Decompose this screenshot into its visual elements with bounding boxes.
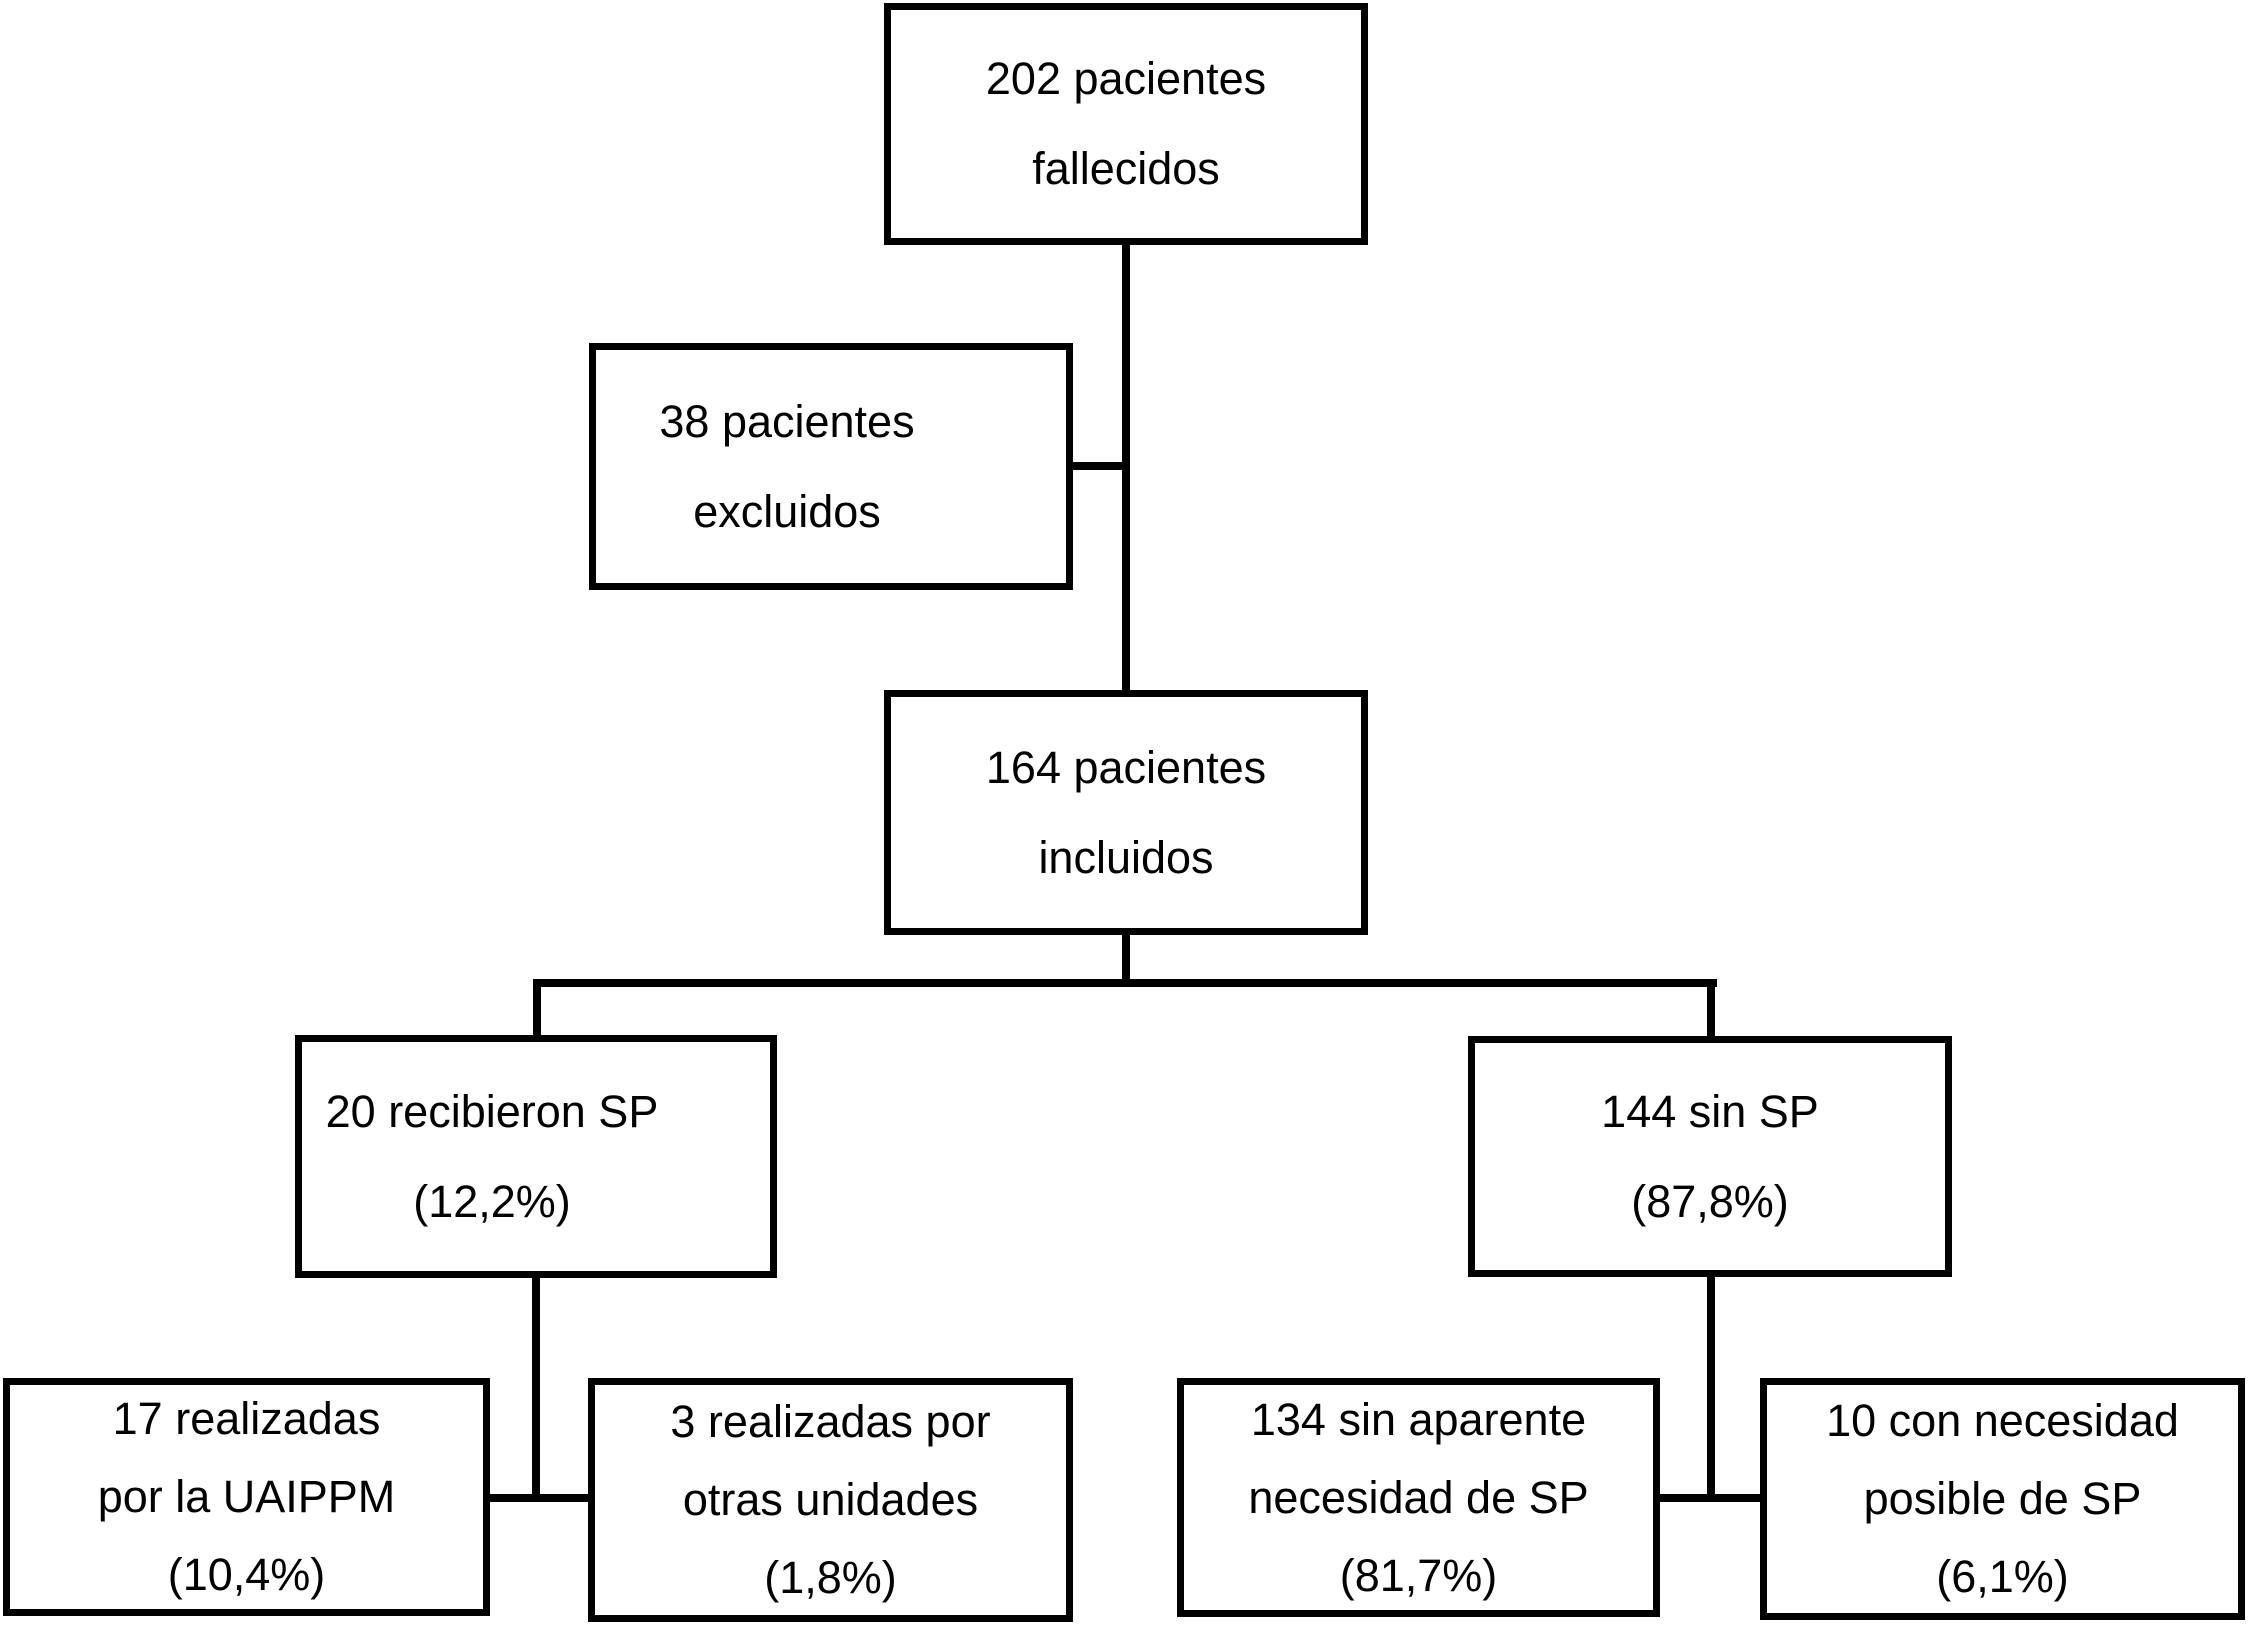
node-excluded-line1: 38 pacientes <box>659 395 915 447</box>
node-no-apparent-need: 134 sin aparente necesidad de SP (81,7%) <box>1177 1378 1660 1617</box>
connector-split-horizontal <box>533 979 1717 987</box>
node-possible-need-line2: posible de SP <box>1863 1473 2142 1524</box>
node-possible-need-line3: (6,1%) <box>1936 1551 2069 1602</box>
node-no-apparent-need-line1: 134 sin aparente <box>1250 1393 1587 1445</box>
node-deceased-line2: fallecidos <box>1032 143 1220 194</box>
node-done-by-uaippm: 17 realizadas por la UAIPPM (10,4%) <box>3 1378 490 1616</box>
connector-excluded-branch <box>1070 462 1126 470</box>
connector-included-to-split <box>1122 933 1130 983</box>
node-possible-need: 10 con necesidad posible de SP (6,1%) <box>1760 1378 2245 1620</box>
node-included-patients: 164 pacientes incluidos <box>884 690 1368 935</box>
node-without-sp-line1: 144 sin SP <box>1601 1085 1819 1137</box>
node-done-by-other-units: 3 realizadas por otras unidades (1,8%) <box>588 1378 1073 1622</box>
node-deceased-patients: 202 pacientes fallecidos <box>884 3 1368 245</box>
node-other-units-line3: (1,8%) <box>764 1552 897 1603</box>
connector-split-to-without-sp <box>1707 983 1715 1038</box>
node-deceased-line1: 202 pacientes <box>985 53 1267 104</box>
node-included-line1: 164 pacientes <box>985 741 1267 793</box>
node-uaippm-line2: por la UAIPPM <box>97 1471 396 1522</box>
node-excluded-patients: 38 pacientes excluidos <box>589 343 1073 590</box>
connector-received-sp-children <box>488 1494 590 1502</box>
node-no-apparent-need-line2: necesidad de SP <box>1248 1471 1589 1523</box>
connector-without-sp-down <box>1707 1275 1715 1498</box>
node-received-sp: 20 recibieron SP (12,2%) <box>295 1035 777 1278</box>
node-without-sp: 144 sin SP (87,8%) <box>1468 1036 1952 1277</box>
node-without-sp-line2: (87,8%) <box>1631 1175 1789 1227</box>
node-no-apparent-need-line3: (81,7%) <box>1339 1549 1498 1601</box>
connector-without-sp-children <box>1658 1494 1762 1502</box>
node-received-sp-line2: (12,2%) <box>413 1175 571 1227</box>
node-uaippm-line1: 17 realizadas <box>112 1393 381 1444</box>
node-excluded-line2: excluidos <box>693 485 881 537</box>
node-included-line2: incluidos <box>1038 831 1214 883</box>
node-possible-need-line1: 10 con necesidad <box>1826 1395 2179 1446</box>
node-other-units-line1: 3 realizadas por <box>670 1396 991 1447</box>
connector-split-to-received-sp <box>533 983 541 1037</box>
node-uaippm-line3: (10,4%) <box>167 1549 326 1600</box>
connector-received-sp-down <box>532 1276 540 1498</box>
connector-deceased-to-included <box>1122 243 1130 692</box>
node-received-sp-line1: 20 recibieron SP <box>325 1085 659 1137</box>
node-other-units-line2: otras unidades <box>682 1474 979 1525</box>
